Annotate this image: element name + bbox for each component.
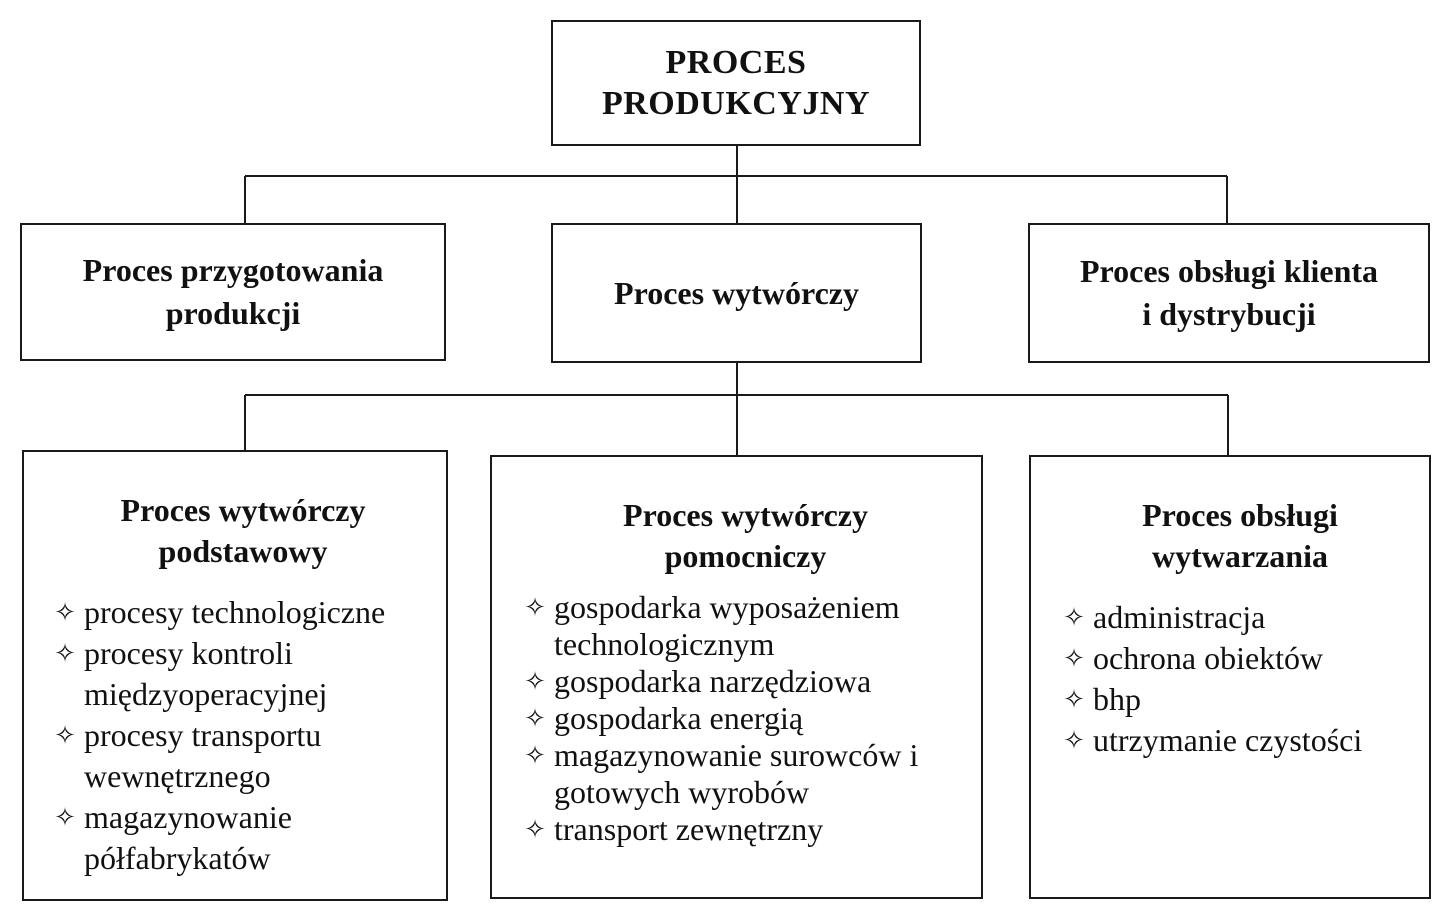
pomocniczy-list: ✧gospodarka wyposażeniem technologicznym… xyxy=(516,589,975,848)
sparkle-bullet-icon: ✧ xyxy=(54,639,76,668)
list-item: ✧magazynowanie półfabrykatów xyxy=(46,797,440,879)
wytworczy-line1: Proces wytwórczy xyxy=(614,274,859,311)
podstawowy-list: ✧procesy technologiczne ✧procesy kontrol… xyxy=(46,592,440,879)
list-item: ✧gospodarka narzędziowa xyxy=(516,663,975,700)
list-item: ✧utrzymanie czystości xyxy=(1055,720,1425,761)
sparkle-bullet-icon: ✧ xyxy=(54,803,76,832)
obsluga-klienta-line1: Proces obsługi klienta xyxy=(1079,253,1379,289)
pomocniczy-line2: pomocniczy xyxy=(664,538,827,574)
list-item: ✧transport zewnętrzny xyxy=(516,811,975,848)
list-item: ✧administracja xyxy=(1055,597,1425,638)
podstawowy-line1: Proces wytwórczy xyxy=(120,492,366,528)
podstawowy-heading: Proces wytwórczy podstawowy xyxy=(46,490,440,572)
przygotowanie-line1: Proces przygotowania xyxy=(82,252,384,288)
obsluga-wytwarzania-line1: Proces obsługi xyxy=(1142,497,1338,533)
podstawowy-line2: podstawowy xyxy=(158,533,328,569)
root-title-line1: PROCES xyxy=(665,44,807,81)
list-item: ✧procesy transportu wewnętrznego xyxy=(46,715,440,797)
list-item: ✧bhp xyxy=(1055,679,1425,720)
box-proces-wytworczy: Proces wytwórczy xyxy=(551,223,922,363)
sparkle-bullet-icon: ✧ xyxy=(524,704,546,733)
box-proces-obslugi-wytwarzania: Proces obsługi wytwarzania ✧administracj… xyxy=(1029,455,1431,899)
przygotowanie-line2: produkcji xyxy=(165,295,301,331)
obsluga-klienta-line2: i dystrybucji xyxy=(1142,296,1316,332)
box-proces-obslugi-klienta: Proces obsługi klienta i dystrybucji xyxy=(1028,223,1430,363)
obsluga-wytwarzania-heading: Proces obsługi wytwarzania xyxy=(1055,495,1425,577)
sparkle-bullet-icon: ✧ xyxy=(1063,726,1085,755)
sparkle-bullet-icon: ✧ xyxy=(54,721,76,750)
sparkle-bullet-icon: ✧ xyxy=(524,667,546,696)
list-item: ✧magazynowanie surowców i gotowych wyrob… xyxy=(516,737,975,811)
box-proces-produkcyjny: PROCES PRODUKCYJNY xyxy=(551,20,921,146)
box-proces-wytworczy-podstawowy: Proces wytwórczy podstawowy ✧procesy tec… xyxy=(22,450,448,901)
list-item: ✧procesy technologiczne xyxy=(46,592,440,633)
list-item: ✧gospodarka wyposażeniem technologicznym xyxy=(516,589,975,663)
sparkle-bullet-icon: ✧ xyxy=(524,815,546,844)
sparkle-bullet-icon: ✧ xyxy=(54,598,76,627)
pomocniczy-line1: Proces wytwórczy xyxy=(623,497,868,533)
obsluga-wytwarzania-list: ✧administracja ✧ochrona obiektów ✧bhp ✧u… xyxy=(1055,597,1425,761)
sparkle-bullet-icon: ✧ xyxy=(1063,685,1085,714)
list-item: ✧ochrona obiektów xyxy=(1055,638,1425,679)
sparkle-bullet-icon: ✧ xyxy=(1063,603,1085,632)
sparkle-bullet-icon: ✧ xyxy=(1063,644,1085,673)
root-title-line2: PRODUKCYJNY xyxy=(601,85,871,122)
list-item: ✧procesy kontroli międzyoperacyjnej xyxy=(46,633,440,715)
list-item: ✧gospodarka energią xyxy=(516,700,975,737)
sparkle-bullet-icon: ✧ xyxy=(524,741,546,770)
sparkle-bullet-icon: ✧ xyxy=(524,593,546,622)
box-proces-wytworczy-pomocniczy: Proces wytwórczy pomocniczy ✧gospodarka … xyxy=(490,455,983,899)
obsluga-wytwarzania-line2: wytwarzania xyxy=(1152,538,1328,574)
box-proces-przygotowania-produkcji: Proces przygotowania produkcji xyxy=(20,223,446,361)
pomocniczy-heading: Proces wytwórczy pomocniczy xyxy=(516,495,975,577)
